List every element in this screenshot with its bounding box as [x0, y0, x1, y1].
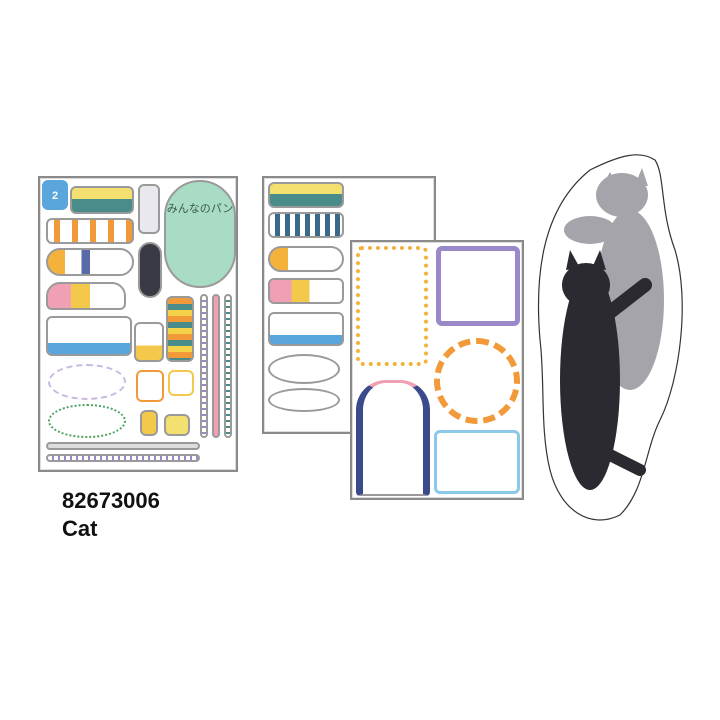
plants-sticker — [46, 316, 132, 356]
frame-sheet — [350, 240, 524, 500]
rainbow-sticker-2 — [268, 278, 344, 304]
product-name: Cat — [62, 516, 98, 541]
oval-frame-4 — [268, 388, 340, 412]
square-frame — [168, 370, 194, 396]
cat-die-cut-sticker — [537, 154, 683, 521]
landscape-sticker — [70, 186, 134, 214]
books-sticker — [166, 296, 194, 362]
arch-frame — [356, 380, 430, 496]
sticker-sheet-front: 2 みんなのパン — [38, 176, 238, 472]
cat-sticker-small — [138, 242, 162, 298]
rect-frame-flowers — [356, 246, 428, 366]
rect-frame-blue — [434, 430, 520, 494]
kitchen-sticker — [46, 248, 134, 276]
stripe-sticker — [268, 212, 344, 238]
title-oval: みんなのパン — [164, 180, 236, 288]
sheet-title: みんなのパン — [166, 203, 234, 215]
oval-frame-3 — [268, 354, 340, 384]
square-frame-purple — [436, 246, 520, 326]
product-code: 82673006 — [62, 488, 160, 513]
badge-number: 2 — [51, 190, 59, 202]
plants-sticker-2 — [268, 312, 344, 346]
badge-sticker: 2 — [42, 180, 68, 210]
oval-frame-2 — [48, 404, 126, 438]
landscape-sticker-2 — [268, 182, 344, 208]
rainbow-sticker — [46, 282, 126, 310]
circle-frame — [434, 338, 520, 424]
vertical-strip-1 — [200, 294, 208, 438]
flowers-sticker — [46, 218, 134, 244]
strip-2 — [46, 454, 200, 462]
cake-sticker — [134, 322, 164, 362]
oval-frame-1 — [48, 364, 126, 400]
jar-sticker — [138, 184, 160, 234]
cat-tile — [140, 410, 158, 436]
vertical-strip-2 — [212, 294, 220, 438]
kitchen-sticker-2 — [268, 246, 344, 272]
octagon-frame — [136, 370, 164, 402]
vertical-strip-3 — [224, 294, 232, 438]
strip-1 — [46, 442, 200, 450]
black-cat-icon — [560, 250, 652, 490]
cat-tile-2 — [164, 414, 190, 436]
